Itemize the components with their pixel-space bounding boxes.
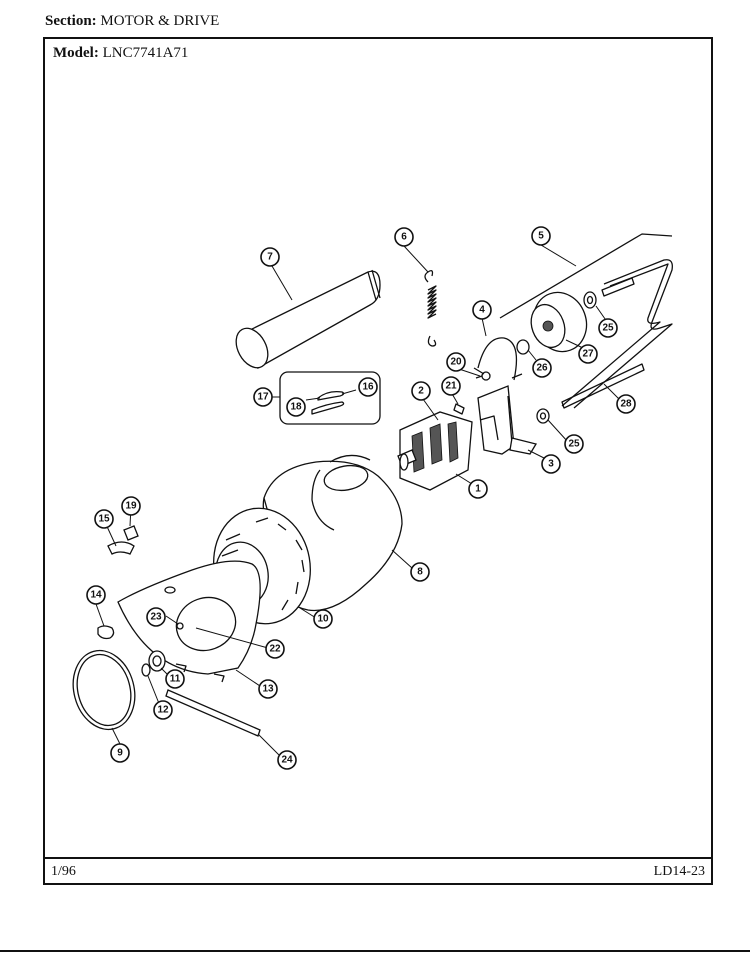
callout-4: 4 [472, 300, 492, 320]
callout-7: 7 [260, 247, 280, 267]
clip-group-17 [279, 371, 381, 425]
callout-21: 21 [441, 376, 461, 396]
svg-text:10: 10 [317, 614, 329, 625]
svg-text:13: 13 [262, 684, 274, 695]
fastener-part-21 [453, 403, 465, 415]
svg-text:1: 1 [475, 484, 481, 495]
svg-text:2: 2 [418, 386, 424, 397]
svg-text:18: 18 [290, 402, 302, 413]
callout-5: 5 [531, 226, 551, 246]
svg-text:25: 25 [568, 439, 580, 450]
callout-11: 11 [165, 669, 185, 689]
svg-text:19: 19 [125, 501, 137, 512]
spring-part-6 [424, 270, 437, 347]
callout-13: 13 [258, 679, 278, 699]
callout-28: 28 [616, 394, 636, 414]
seal-ring-part-9 [72, 649, 136, 731]
callout-19: 19 [121, 496, 141, 516]
callout-8: 8 [410, 562, 430, 582]
callout-24: 24 [277, 750, 297, 770]
svg-text:9: 9 [117, 748, 123, 759]
fastener-part-23 [176, 622, 184, 630]
svg-text:25: 25 [602, 323, 614, 334]
callout-25b: 25 [564, 434, 584, 454]
fastener-part-20 [475, 371, 491, 381]
svg-text:4: 4 [479, 305, 485, 316]
svg-text:23: 23 [150, 612, 162, 623]
svg-text:27: 27 [582, 349, 594, 360]
footer-date: 1/96 [51, 864, 76, 879]
callout-15: 15 [94, 509, 114, 529]
svg-text:20: 20 [450, 357, 462, 368]
motor-part-1 [397, 411, 473, 491]
svg-text:17: 17 [257, 392, 269, 403]
washer-part-26 [516, 339, 530, 355]
strip-part-24 [165, 689, 261, 737]
page-bottom-rule [0, 950, 750, 952]
bearing-part-15 [107, 541, 135, 555]
callout-3: 3 [541, 454, 561, 474]
svg-text:26: 26 [536, 363, 548, 374]
callout-27: 27 [578, 344, 598, 364]
section-label: Section: [45, 13, 97, 29]
callout-17: 17 [253, 387, 273, 407]
callout-12: 12 [153, 700, 173, 720]
tube-part-7 [235, 269, 381, 370]
section-heading: Section: MOTOR & DRIVE [45, 13, 219, 30]
svg-text:11: 11 [170, 674, 181, 685]
callout-16: 16 [358, 377, 378, 397]
svg-text:28: 28 [620, 399, 632, 410]
svg-text:22: 22 [269, 644, 281, 655]
svg-text:16: 16 [362, 382, 374, 393]
svg-text:7: 7 [267, 252, 273, 263]
svg-text:15: 15 [98, 514, 110, 525]
callout-1: 1 [468, 479, 488, 499]
idler-shaft-part-28 [561, 277, 645, 409]
washer-part-25a [583, 291, 597, 309]
pulley-part-27 [530, 291, 588, 353]
svg-text:5: 5 [538, 231, 544, 242]
clip-part-14 [97, 625, 115, 640]
footer-code: LD14-23 [653, 864, 705, 879]
callout-22: 22 [265, 639, 285, 659]
callout-26: 26 [532, 358, 552, 378]
section-value: MOTOR & DRIVE [100, 13, 220, 29]
svg-text:21: 21 [445, 381, 457, 392]
svg-text:12: 12 [157, 705, 169, 716]
mount-strap-part-4 [473, 337, 523, 381]
callout-10: 10 [313, 609, 333, 629]
exploded-parts-diagram: 1 2 3 4 5 6 7 8 9 10 11 12 13 14 15 16 1… [72, 226, 673, 770]
callout-20: 20 [446, 352, 466, 372]
callout-18: 18 [286, 397, 306, 417]
motor-bracket-part-3 [477, 385, 538, 455]
callout-9: 9 [110, 743, 130, 763]
svg-text:6: 6 [401, 232, 407, 243]
callout-14: 14 [86, 585, 106, 605]
bearing-part-11 [148, 650, 166, 672]
svg-text:8: 8 [417, 567, 423, 578]
cover-plate-part-13 [117, 560, 261, 683]
model-value: LNC7741A71 [102, 45, 189, 61]
callout-2: 2 [411, 381, 431, 401]
svg-text:3: 3 [548, 459, 554, 470]
footer-divider [45, 857, 711, 859]
model-heading: Model: LNC7741A71 [53, 45, 188, 62]
washer-part-25b [536, 408, 550, 424]
idler-assembly-part-5 [499, 233, 673, 409]
callout-23: 23 [146, 607, 166, 627]
svg-text:14: 14 [90, 590, 102, 601]
svg-text:24: 24 [281, 755, 293, 766]
washer-part-12 [141, 663, 151, 677]
callout-6: 6 [394, 227, 414, 247]
callout-25a: 25 [598, 318, 618, 338]
diagram-frame: Model: LNC7741A71 1/96 LD14-23 [43, 37, 713, 885]
pad-part-19 [123, 525, 139, 541]
model-label: Model: [53, 45, 99, 61]
